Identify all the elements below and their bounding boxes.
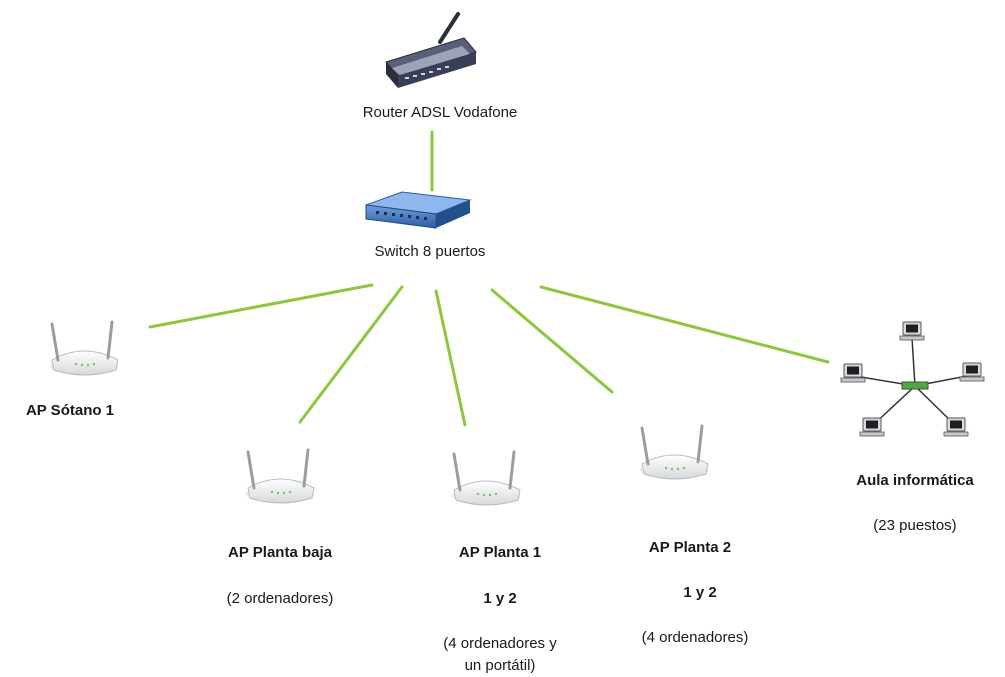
link-switch-ap-planta-1 [434,289,467,427]
ap-planta-1-detail-line2: un portátil) [464,657,536,674]
switch-icon [365,191,472,229]
ap-sotano-label: AP Sótano 1 [25,402,115,419]
aula-network-icon [840,321,985,437]
link-switch-ap-sotano [148,283,374,329]
ap-planta-1-sub: 1 y 2 [483,590,517,607]
ap-planta-1-label: AP Planta 1 [458,544,542,561]
ap-planta-baja-label: AP Planta baja [228,544,332,561]
router-label: Router ADSL Vodafone [362,104,518,121]
ap-planta-1-detail-line1: (4 ordenadores y [443,635,557,652]
ap-planta-2-sub: 1 y 2 [683,584,717,601]
ap-planta-1-icon [450,450,522,507]
link-switch-ap-planta-2 [490,288,614,394]
ap-sotano-icon [48,320,120,377]
ap-planta-2-icon [638,424,710,481]
ap-planta-2-label: AP Planta 2 [648,539,732,556]
aula-label: Aula informática [856,472,974,489]
ap-planta-baja-icon [244,448,316,505]
router-icon [385,12,477,88]
link-switch-ap-planta-baja [298,285,404,424]
ap-planta-baja-detail: (2 ordenadores) [226,590,334,607]
switch-label: Switch 8 puertos [374,243,486,260]
link-switch-aula [539,285,830,364]
ap-planta-2-detail: (4 ordenadores) [641,629,749,646]
aula-detail: (23 puestos) [873,517,957,534]
